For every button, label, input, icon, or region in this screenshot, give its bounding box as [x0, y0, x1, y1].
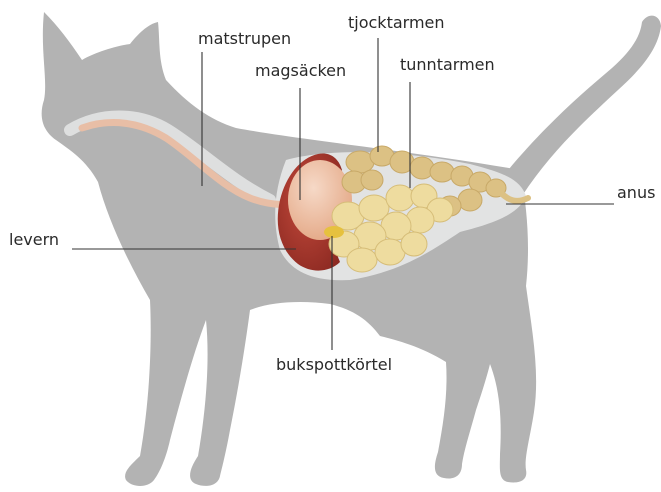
- label-liver: levern: [9, 232, 59, 248]
- label-small-intestine: tunntarmen: [400, 57, 495, 73]
- pancreas: [324, 226, 344, 238]
- label-large-intestine: tjocktarmen: [348, 15, 445, 31]
- label-pancreas: bukspottkörtel: [276, 357, 392, 373]
- label-esophagus: matstrupen: [198, 31, 291, 47]
- label-anus: anus: [617, 185, 655, 201]
- label-stomach: magsäcken: [255, 63, 346, 79]
